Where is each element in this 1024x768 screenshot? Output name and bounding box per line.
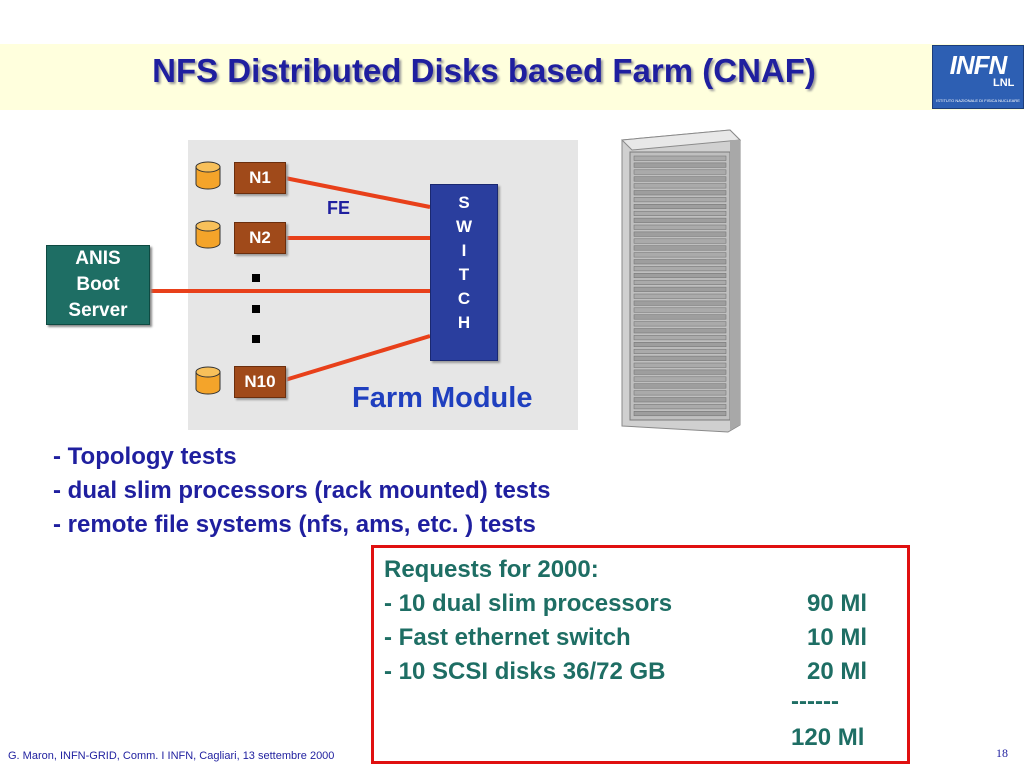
requests-heading: Requests for 2000: xyxy=(384,556,599,584)
requests-separator: ------ xyxy=(791,688,839,716)
switch-letter: T xyxy=(431,263,497,287)
bullet-item: - dual slim processors (rack mounted) te… xyxy=(53,474,550,508)
link-n1-switch xyxy=(285,178,430,207)
bullet-list: - Topology tests - dual slim processors … xyxy=(53,440,550,542)
switch-letter: S xyxy=(431,191,497,215)
anis-line: Boot xyxy=(47,272,149,298)
link-n10-switch xyxy=(285,336,430,380)
requests-total: 120 Ml xyxy=(791,724,864,752)
ellipsis-dot xyxy=(252,305,260,313)
disk-icon xyxy=(196,221,220,248)
request-item-value: 10 Ml xyxy=(807,624,867,652)
server-rack-image xyxy=(622,130,740,432)
switch-letter: C xyxy=(431,287,497,311)
bullet-item: - Topology tests xyxy=(53,440,550,474)
request-item-value: 20 Ml xyxy=(807,658,867,686)
request-item-value: 90 Ml xyxy=(807,590,867,618)
ellipsis-dot xyxy=(252,274,260,282)
requests-box: Requests for 2000: - 10 dual slim proces… xyxy=(371,545,910,764)
farm-module-label: Farm Module xyxy=(352,382,532,415)
switch-letter: I xyxy=(431,239,497,263)
switch-letter: W xyxy=(431,215,497,239)
switch-box: S W I T C H xyxy=(430,184,498,361)
disk-icon xyxy=(196,367,220,394)
node-n2: N2 xyxy=(234,222,286,254)
request-item-label: - Fast ethernet switch xyxy=(384,624,631,652)
request-item-label: - 10 dual slim processors xyxy=(384,590,672,618)
ellipsis-dot xyxy=(252,335,260,343)
anis-line: Server xyxy=(47,298,149,324)
anis-boot-server: ANIS Boot Server xyxy=(46,245,150,325)
disk-icon xyxy=(196,162,220,189)
switch-letter: H xyxy=(431,311,497,335)
node-n10: N10 xyxy=(234,366,286,398)
page-number: 18 xyxy=(996,746,1008,761)
fe-label: FE xyxy=(327,198,350,219)
footer-text: G. Maron, INFN-GRID, Comm. I INFN, Cagli… xyxy=(8,750,334,762)
anis-line: ANIS xyxy=(47,246,149,272)
node-n1: N1 xyxy=(234,162,286,194)
bullet-item: - remote file systems (nfs, ams, etc. ) … xyxy=(53,508,550,542)
request-item-label: - 10 SCSI disks 36/72 GB xyxy=(384,658,665,686)
